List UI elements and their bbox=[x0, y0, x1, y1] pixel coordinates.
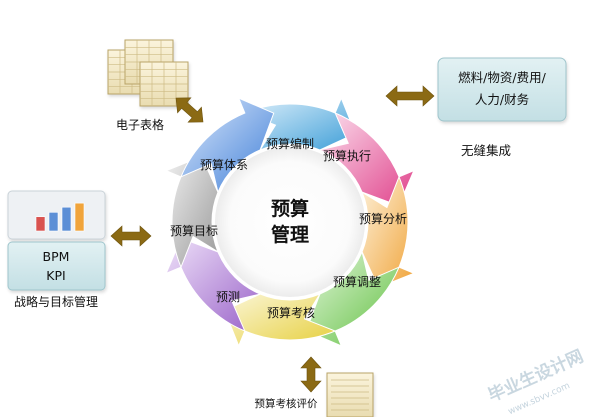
strategy-double-arrow bbox=[110, 225, 152, 247]
bar-icon-bar bbox=[48, 212, 59, 232]
segment-label-forecast: 预测 bbox=[216, 290, 240, 304]
integration-caption: 无缝集成 bbox=[461, 143, 511, 158]
segment-label-system: 预算体系 bbox=[200, 157, 248, 172]
spreadsheet-caption: 电子表格 bbox=[116, 117, 164, 132]
spreadsheet-double-arrow bbox=[175, 97, 204, 123]
strategy-caption: 战略与目标管理 bbox=[14, 294, 98, 309]
segment-label-target: 预算目标 bbox=[170, 223, 218, 238]
evaluation-caption: 预算考核评价 bbox=[255, 397, 318, 410]
evaluation-double-arrow bbox=[300, 356, 322, 393]
segment-label-assess: 预算考核 bbox=[267, 305, 315, 320]
strategy-box-line2: KPI bbox=[46, 268, 65, 283]
integration-box-line1: 燃料/物资/费用/ bbox=[458, 70, 546, 85]
bar-chart-icon bbox=[35, 202, 85, 232]
cycle-ring bbox=[164, 96, 416, 348]
segment-label-compile: 预算编制 bbox=[266, 136, 314, 151]
bar-icon-bar bbox=[61, 206, 72, 232]
integration-box bbox=[437, 57, 567, 122]
integration-box-line2: 人力/财务 bbox=[475, 92, 529, 107]
spreadsheet-icon bbox=[107, 39, 189, 107]
strategy-box-line1: BPM bbox=[43, 249, 70, 264]
center-title-line2: 管理 bbox=[271, 223, 309, 246]
connection-arrows bbox=[110, 85, 435, 393]
segment-label-analysis: 预算分析 bbox=[359, 211, 407, 226]
center-disc bbox=[215, 147, 365, 297]
segment-label-execute: 预算执行 bbox=[323, 148, 371, 163]
strategy-box bbox=[7, 190, 106, 291]
segment-label-adjust: 预算调整 bbox=[333, 274, 381, 289]
bar-icon-bar bbox=[35, 216, 46, 232]
integration-double-arrow bbox=[385, 85, 435, 107]
center-title-line1: 预算 bbox=[271, 197, 309, 220]
cycle-segment-8 bbox=[180, 97, 275, 194]
bar-icon-bar bbox=[74, 202, 85, 232]
evaluation-document-icon bbox=[326, 372, 374, 417]
